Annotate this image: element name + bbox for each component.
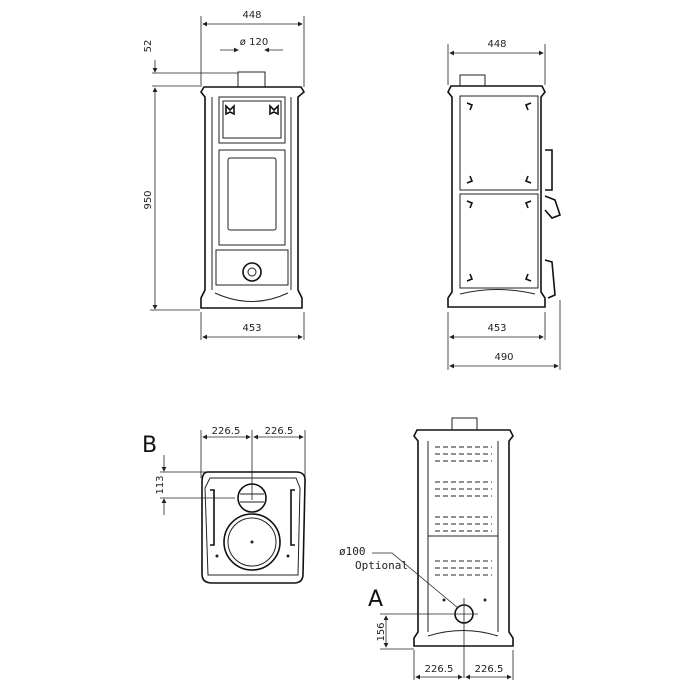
front-view: 448 ø 120 52 950 453 (143, 10, 306, 340)
top-view: B 226.5 226.5 113 (142, 426, 306, 584)
rear-optional-text: Optional (355, 559, 408, 572)
front-width-top-label: 448 (242, 10, 261, 21)
front-height-label: 950 (143, 190, 154, 209)
view-label-b: B (142, 433, 157, 458)
side-width-body-label: 453 (487, 323, 506, 334)
side-view: 448 453 490 (447, 39, 562, 370)
view-label-a: A (368, 587, 383, 612)
top-flue-offset-label: 113 (155, 475, 166, 494)
front-flue-diameter-label: ø 120 (240, 37, 268, 48)
front-width-bottom-label: 453 (242, 323, 261, 334)
rear-half-width-right-label: 226.5 (475, 664, 504, 675)
rear-half-width-left-label: 226.5 (425, 664, 454, 675)
top-half-width-left-label: 226.5 (212, 426, 241, 437)
top-half-width-right-label: 226.5 (265, 426, 294, 437)
rear-outlet-height-label: 156 (376, 622, 387, 641)
side-width-top-label: 448 (487, 39, 506, 50)
rear-optional-diameter-label: ø100 (339, 545, 366, 558)
rear-view: ø100 Optional A 156 226.5 226.5 (339, 417, 514, 680)
side-width-total-label: 490 (494, 352, 513, 363)
front-flue-height-label: 52 (143, 40, 154, 53)
flue-pipe (237, 71, 266, 88)
